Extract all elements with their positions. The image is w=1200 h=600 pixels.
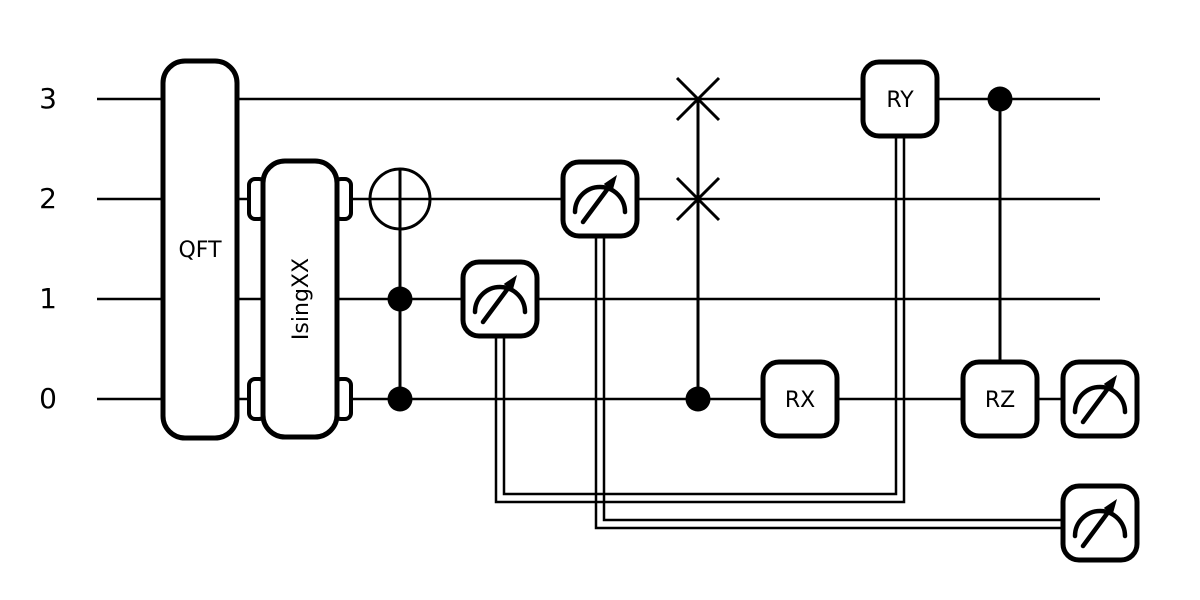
wire-0-label: 0 xyxy=(39,382,57,415)
qft-gate-label: QFT xyxy=(178,238,222,263)
classical-wire-outer-line xyxy=(594,236,1063,530)
rx-gate-box xyxy=(760,359,840,439)
qft-gate: QFT xyxy=(160,58,240,441)
rx-gate-label: RX xyxy=(785,388,815,413)
classical-wire-outer-line xyxy=(494,136,906,504)
measurement-gate-wire2 xyxy=(560,159,640,239)
wire-2-label: 2 xyxy=(39,182,57,215)
toffoli-gate xyxy=(368,167,432,412)
rx-gate: RX xyxy=(760,359,840,439)
classical-wire-inner-line xyxy=(502,136,898,496)
swap-cross-icon xyxy=(675,76,721,122)
rz-gate-box xyxy=(960,359,1040,439)
quantum-wires xyxy=(97,97,1100,401)
controlled-rz-gate xyxy=(987,86,1013,362)
ry-gate-label: RY xyxy=(886,88,914,113)
control-dot-icon xyxy=(387,386,413,412)
ry-gate: RY xyxy=(860,59,940,139)
isingxx-gate-label: IsingXX xyxy=(289,258,314,340)
measurement-gate-wire1 xyxy=(460,259,540,339)
rz-gate: RZ xyxy=(960,359,1040,439)
qft-gate-box xyxy=(160,58,240,441)
classical-wire-measure1-to-ry xyxy=(494,136,906,504)
swap-cross-icon xyxy=(675,176,721,222)
classical-wire-measure2-to-meter xyxy=(594,236,1063,530)
control-dot-icon xyxy=(987,86,1013,112)
measurement-gate-wire0 xyxy=(1060,359,1140,439)
wire-1-label: 1 xyxy=(39,282,57,315)
rz-gate-label: RZ xyxy=(985,388,1015,413)
measurement-gate-classical xyxy=(1060,483,1140,563)
wire-3-label: 3 xyxy=(39,82,57,115)
ry-gate-box xyxy=(860,59,940,139)
isingxx-gate-box xyxy=(260,158,340,440)
circle-plus-target-icon xyxy=(368,167,432,231)
classical-wire-inner-line xyxy=(602,236,1063,522)
controlled-swap-gate xyxy=(675,76,721,412)
isingxx-gate: IsingXX xyxy=(247,158,353,440)
control-dot-icon xyxy=(685,386,711,412)
control-dot-icon xyxy=(387,286,413,312)
